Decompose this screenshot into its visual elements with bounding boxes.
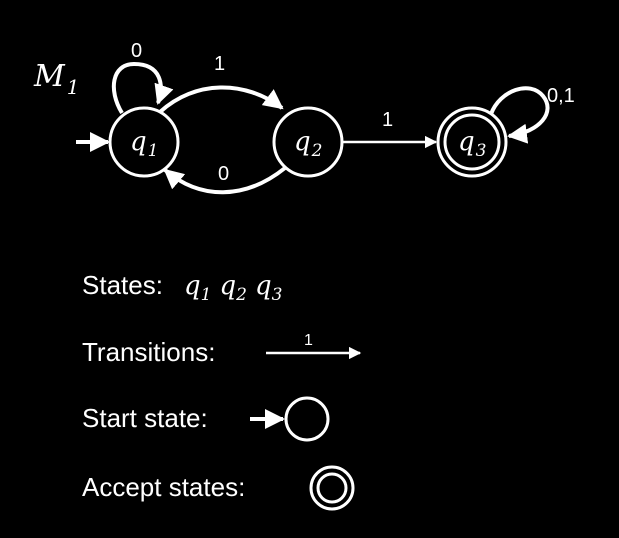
legend-accept-label: Accept states: bbox=[82, 472, 245, 502]
transition-q3-q3 bbox=[489, 86, 550, 144]
legend-accept-outer-circle bbox=[309, 465, 355, 511]
legend-accept-inner-circle bbox=[316, 472, 348, 504]
transition-q1-q2-label: 1 bbox=[214, 53, 225, 75]
legend-transitions-label: Transitions: bbox=[82, 337, 215, 367]
transition-q1-q1-label: 0 bbox=[131, 40, 142, 62]
transition-q1-q2 bbox=[158, 85, 284, 114]
state-q3-outer-circle bbox=[436, 106, 508, 178]
state-q2: q2 bbox=[272, 106, 344, 178]
transition-q2-q1-label: 0 bbox=[218, 163, 229, 185]
transition-q3-q3-label: 0,1 bbox=[547, 85, 575, 107]
transition-q1-q1 bbox=[112, 61, 174, 115]
state-q1-label: q1 bbox=[130, 127, 158, 161]
state-q3-label: q3 bbox=[458, 127, 486, 161]
state-q1-circle bbox=[108, 106, 180, 178]
machine-name-base: M bbox=[33, 59, 66, 94]
state-q3: q3 bbox=[436, 106, 508, 178]
state-q1: q1 bbox=[108, 106, 180, 178]
machine-name-sub: 1 bbox=[67, 75, 80, 99]
legend-states-label: States: bbox=[82, 270, 163, 300]
state-q3-inner-circle bbox=[443, 113, 501, 171]
legend-start-label: Start state: bbox=[82, 403, 208, 433]
legend-start-circle bbox=[284, 396, 330, 442]
legend-transition-arrow-label: 1 bbox=[304, 332, 313, 349]
transition-q2-q1 bbox=[163, 166, 287, 195]
state-q2-label: q2 bbox=[294, 127, 322, 161]
transition-q2-q3-label: 1 bbox=[382, 109, 393, 131]
